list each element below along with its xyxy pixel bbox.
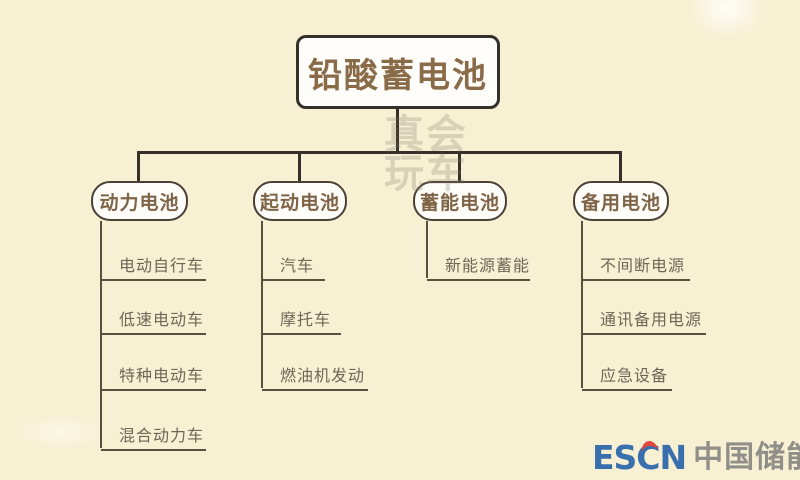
leaf-item-emergency-equipment: 应急设备 xyxy=(582,356,672,391)
connector-drop-1 xyxy=(137,152,140,181)
branch-line-energy-storage xyxy=(426,221,428,278)
branch-node-backup-battery: 备用电池 xyxy=(573,181,669,221)
connector-drop-3 xyxy=(458,152,461,181)
leaf-item-low-speed-ev: 低速电动车 xyxy=(101,300,206,335)
branch-node-starting-battery: 起动电池 xyxy=(253,181,347,221)
leaf-item-motorcycle: 摩托车 xyxy=(262,300,341,335)
leaf-item-hybrid-vehicle: 混合动力车 xyxy=(101,416,206,451)
connector-drop-4 xyxy=(619,152,622,181)
root-node-lead-acid-battery: 铅酸蓄电池 xyxy=(296,35,500,109)
leaf-item-automobile: 汽车 xyxy=(262,246,325,281)
connector-root-stem xyxy=(396,108,399,152)
branch-line-backup xyxy=(581,221,583,388)
escn-chinese-name: 中国储能网 xyxy=(693,440,800,475)
branch-node-energy-storage-battery: 蓄能电池 xyxy=(413,181,507,221)
escn-logo: ESCN 中国储能网 xyxy=(592,440,800,476)
connector-drop-2 xyxy=(298,152,301,181)
connector-horizontal-bar xyxy=(137,151,622,154)
leaf-item-new-energy-storage: 新能源蓄能 xyxy=(427,246,530,281)
leaf-item-ups-power: 不间断电源 xyxy=(582,246,690,281)
branch-line-starting xyxy=(261,221,263,388)
leaf-item-fuel-engine-start: 燃油机发动 xyxy=(262,356,368,391)
branch-node-power-battery: 动力电池 xyxy=(91,181,188,221)
leaf-item-special-ev: 特种电动车 xyxy=(101,356,206,391)
escn-wordmark: ESCN xyxy=(592,438,687,477)
leaf-item-telecom-backup-power: 通讯备用电源 xyxy=(582,300,706,335)
leaf-item-electric-bicycle: 电动自行车 xyxy=(101,246,206,281)
